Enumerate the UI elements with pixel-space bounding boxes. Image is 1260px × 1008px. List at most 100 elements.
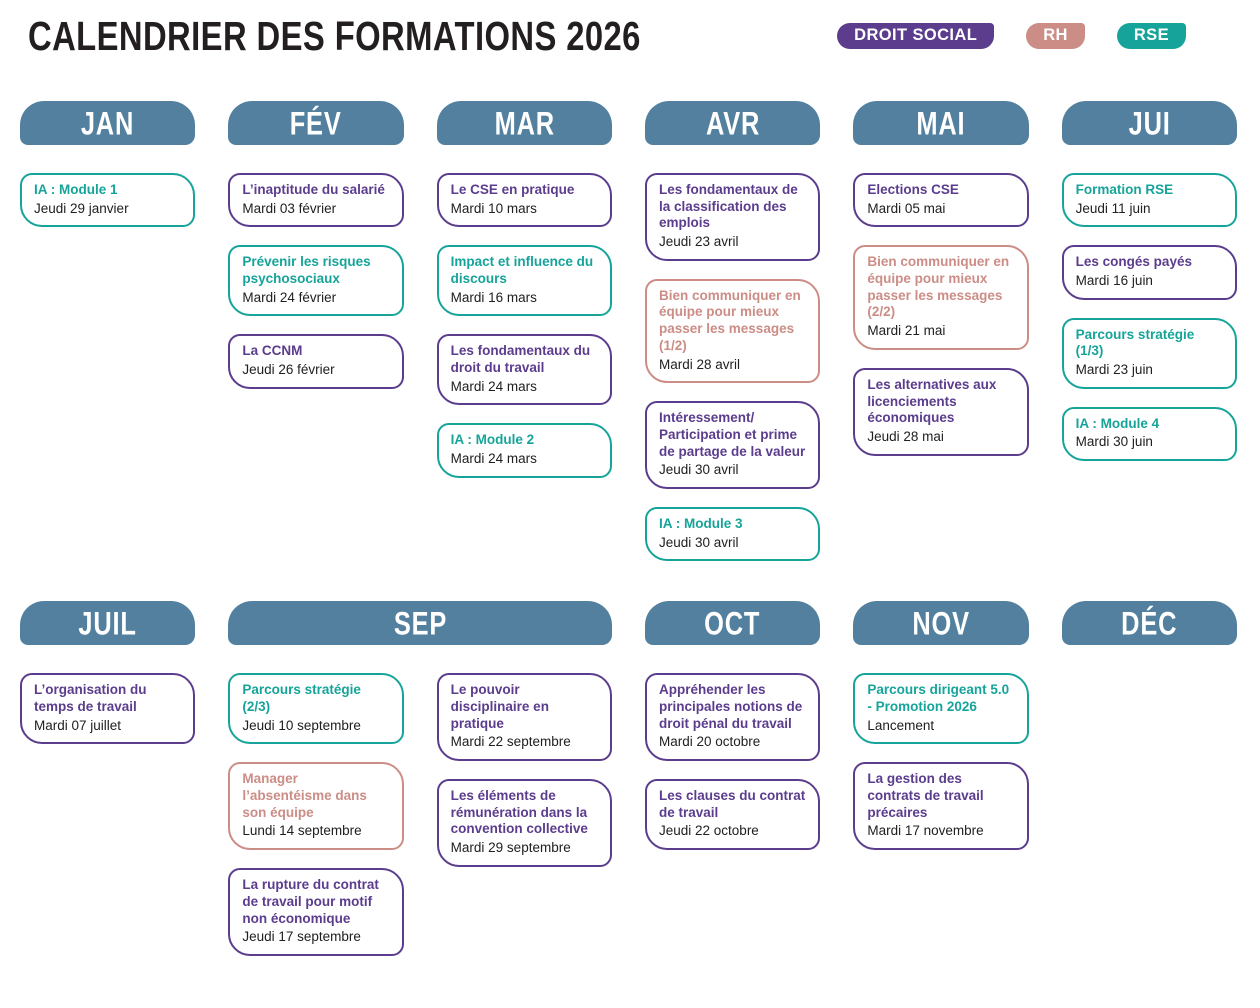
- month-label: JUIL: [78, 604, 137, 642]
- event-title: La gestion des contrats de travail préca…: [867, 771, 984, 820]
- event-date: Mardi 28 avril: [658, 356, 741, 372]
- event-date: Jeudi 26 février: [242, 362, 335, 378]
- month-header: OCT: [645, 601, 821, 646]
- month-déc: DÉC: [1061, 601, 1237, 646]
- month-label: JAN: [81, 104, 135, 142]
- top-bar: CALENDRIER DES FORMATIONS 2026 DROIT SOC…: [0, 0, 1260, 57]
- event-title: Formation RSE: [1075, 182, 1174, 197]
- event-date: Lundi 14 septembre: [242, 823, 362, 839]
- event-card: Les fondamentaux de la classification de…: [644, 173, 821, 261]
- event-card: Bien communiquer en équipe pour mieux pa…: [644, 278, 821, 384]
- event-card: Parcours stratégie (2/3) Jeudi 10 septemb…: [228, 673, 404, 745]
- event-title: Prévenir les risques psychosociaux: [242, 254, 371, 287]
- event-date: Jeudi 30 avril: [658, 462, 739, 478]
- event-title: Elections CSE: [867, 182, 959, 197]
- month-header: AVR: [644, 101, 821, 145]
- month-oct: OCT Appréhender les principales notions d…: [645, 601, 821, 851]
- event-date: Jeudi 23 avril: [658, 234, 739, 250]
- event-title: Manager l’absentéisme dans son équipe: [242, 771, 367, 820]
- event-title: IA : Module 4: [1075, 415, 1160, 431]
- event-date: Jeudi 11 juin: [1075, 200, 1151, 216]
- event-date: Jeudi 28 mai: [867, 428, 944, 444]
- month-header: JAN: [20, 101, 196, 145]
- event-date: Mardi 07 juillet: [34, 717, 122, 733]
- event-title: IA : Module 3: [658, 515, 743, 531]
- legend-badge-rse: RSE: [1116, 23, 1186, 49]
- event-title: La CCNM: [242, 343, 303, 359]
- month-header: DÉC: [1061, 601, 1237, 646]
- page-title: CALENDRIER DES FORMATIONS 2026: [28, 13, 641, 59]
- month-header: JUIL: [20, 601, 196, 646]
- month-label: SEP: [393, 604, 447, 642]
- event-card: Formation RSE Jeudi 11 juin: [1061, 173, 1237, 228]
- month-header: JUI: [1061, 101, 1237, 145]
- event-title: Les fondamentaux du droit du travail: [450, 343, 591, 376]
- event-date: Mardi 17 novembre: [867, 823, 984, 839]
- event-title: Les clauses du contrat de travail: [659, 788, 806, 820]
- event-date: Lancement: [867, 717, 935, 733]
- event-title: Intéressement/ Participation et prime de…: [658, 410, 806, 459]
- event-columns: Parcours stratégie (2/3) Jeudi 10 septemb…: [228, 673, 612, 956]
- event-title: Appréhender les principales notions de d…: [659, 682, 803, 731]
- event-card-stack: Les fondamentaux de la classification de…: [644, 173, 821, 562]
- event-card-stack: Appréhender les principales notions de d…: [645, 673, 821, 851]
- event-date: Mardi 03 février: [242, 200, 337, 216]
- legend-badge-rh: RH: [1026, 23, 1085, 49]
- event-title: Impact et influence du discours: [450, 254, 594, 287]
- event-date: Mardi 16 juin: [1075, 273, 1153, 289]
- event-card: La gestion des contrats de travail préca…: [853, 762, 1029, 851]
- event-date: Mardi 30 juin: [1075, 434, 1153, 450]
- event-date: Mardi 10 mars: [450, 200, 537, 216]
- event-date: Jeudi 10 septembre: [242, 717, 361, 733]
- event-title: Les congés payés: [1075, 254, 1192, 270]
- event-card: IA : Module 4 Mardi 30 juin: [1061, 406, 1237, 461]
- month-label: MAR: [494, 104, 555, 142]
- event-date: Jeudi 29 janvier: [34, 200, 129, 216]
- month-sep: SEP Parcours stratégie (2/3) Jeudi 10 sept…: [228, 601, 612, 956]
- event-title: La rupture du contrat de travail pour mo…: [242, 877, 379, 926]
- event-date: Mardi 29 septembre: [450, 840, 571, 856]
- month-avr: AVR Les fondamentaux de la classification…: [644, 101, 821, 562]
- event-card-stack: Parcours stratégie (2/3) Jeudi 10 septemb…: [228, 673, 404, 956]
- event-title: Parcours stratégie (2/3): [242, 682, 361, 714]
- event-title: Le CSE en pratique: [450, 182, 575, 197]
- event-card: La rupture du contrat de travail pour mo…: [228, 868, 404, 956]
- event-date: Jeudi 17 septembre: [242, 929, 361, 945]
- event-card: La CCNM Jeudi 26 février: [228, 334, 404, 389]
- month-label: NOV: [912, 604, 970, 642]
- month-nov: NOV Parcours dirigeant 5.0 - Promotion 20…: [853, 601, 1029, 851]
- event-title: Bien communiquer en équipe pour mieux pa…: [867, 254, 1010, 320]
- event-title: Les éléments de rémunération dans la con…: [450, 788, 588, 837]
- event-date: Mardi 24 mars: [450, 378, 537, 394]
- month-label: AVR: [705, 104, 760, 142]
- event-title: Le pouvoir disciplinaire en pratique: [450, 682, 549, 731]
- month-label: FÉV: [290, 104, 342, 142]
- event-date: Mardi 16 mars: [450, 289, 537, 305]
- month-label: OCT: [704, 604, 761, 642]
- event-date: Mardi 21 mai: [867, 323, 946, 339]
- event-title: Parcours dirigeant 5.0 - Promotion 2026: [867, 682, 1010, 714]
- event-title: Les fondamentaux de la classification de…: [658, 182, 798, 231]
- month-header: MAR: [436, 101, 612, 145]
